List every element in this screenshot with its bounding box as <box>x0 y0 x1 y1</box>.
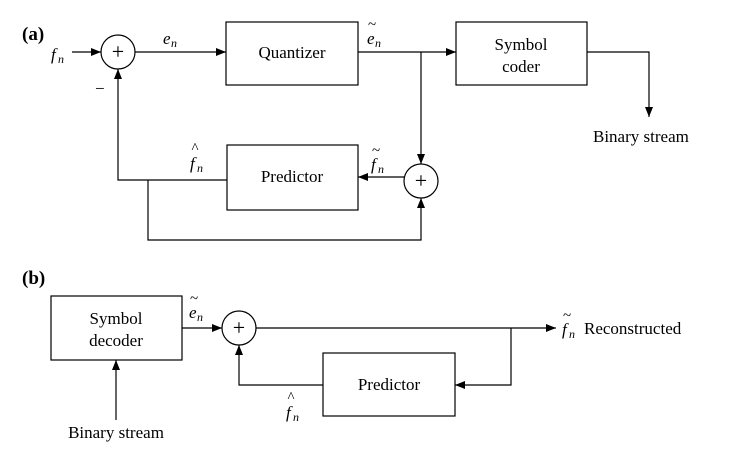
predictor-label-decoder: Predictor <box>358 375 421 394</box>
reconstructed-base-a: f <box>371 155 378 174</box>
prediction-accent-a: ^ <box>191 141 198 157</box>
quantized-error-base-b: e <box>189 303 197 322</box>
quantizer-label: Quantizer <box>258 43 325 62</box>
symbol-coder-label-line2: coder <box>502 57 540 76</box>
quantized-error-accent-a: ~ <box>368 17 376 33</box>
predictor-block-decoder: Predictor <box>322 352 456 417</box>
encoder-diagram: (a) f n + − e n Quantizer ~ e n <box>22 17 689 241</box>
quantized-error-base-a: e <box>367 29 375 48</box>
prediction-sub-a: n <box>197 161 203 175</box>
summing-junction-reconstruct: + <box>403 163 439 199</box>
symbol-decoder-block: Symbol decoder <box>50 295 183 361</box>
binary-stream-output-label: Binary stream <box>593 127 689 146</box>
summing-plus-sign: + <box>112 39 124 64</box>
summing-decoder-plus-sign: + <box>233 315 245 340</box>
predictor-box-decoder <box>322 352 456 417</box>
reconstructed-accent-a: ~ <box>372 143 380 159</box>
coder-output-arrow <box>587 51 653 117</box>
input-signal-label: f n <box>51 45 64 66</box>
symbol-coder-label-line1: Symbol <box>495 35 548 54</box>
input-signal-sub: n <box>58 52 64 66</box>
reconstructed-label-a: ~ f n <box>371 143 384 176</box>
binary-stream-input-label: Binary stream <box>68 423 164 442</box>
quantized-error-accent-b: ~ <box>190 291 198 307</box>
quantized-error-label-b: ~ e n <box>189 291 203 324</box>
reconstructed-branch-arrow <box>455 328 512 389</box>
quantized-error-sub-a: n <box>375 36 381 50</box>
quantized-error-label-a: ~ e n <box>367 17 381 50</box>
minus-sign: − <box>95 79 105 98</box>
prediction-branch-arrow <box>147 180 425 241</box>
prediction-sub-b: n <box>293 410 299 424</box>
prediction-feedback-arrow <box>114 69 227 181</box>
symbol-coder-box <box>455 21 588 86</box>
summing-junction-encoder: + <box>100 34 136 70</box>
prediction-accent-b: ^ <box>287 390 294 406</box>
prediction-feedback-arrow-b <box>235 345 323 386</box>
error-signal-base: e <box>163 29 171 48</box>
output-accent-b: ~ <box>563 308 571 324</box>
part-a-label: (a) <box>22 24 44 45</box>
error-signal-sub: n <box>171 36 177 50</box>
predictor-box-encoder <box>226 144 359 211</box>
predictor-block-encoder: Predictor <box>226 144 359 211</box>
predictor-label-encoder: Predictor <box>261 167 324 186</box>
summing-2-plus-sign: + <box>415 168 427 193</box>
error-signal-label: e n <box>163 29 177 50</box>
summing-junction-decoder: + <box>221 310 257 346</box>
reconstructed-output-label: ~ f n Reconstructed <box>562 308 682 341</box>
prediction-base-a: f <box>190 154 197 173</box>
output-sub-b: n <box>569 327 575 341</box>
quantizer-box <box>225 21 359 86</box>
reconstructed-sub-a: n <box>378 162 384 176</box>
symbol-decoder-box <box>50 295 183 361</box>
prediction-base-b: f <box>286 403 293 422</box>
output-base-b: f <box>562 320 569 339</box>
decoder-diagram: (b) Symbol decoder Binary stream ~ e n +… <box>22 268 682 442</box>
prediction-label-b: ^ f n <box>286 390 299 424</box>
quantizer-block: Quantizer <box>225 21 359 86</box>
symbol-decoder-label-line1: Symbol <box>90 309 143 328</box>
input-signal-base: f <box>51 45 58 64</box>
quantized-error-sub-b: n <box>197 310 203 324</box>
symbol-decoder-label-line2: decoder <box>89 331 143 350</box>
part-b-label: (b) <box>22 268 45 289</box>
reconstructed-text: Reconstructed <box>584 319 682 338</box>
symbol-coder-block: Symbol coder <box>455 21 588 86</box>
prediction-label-a: ^ f n <box>190 141 203 175</box>
